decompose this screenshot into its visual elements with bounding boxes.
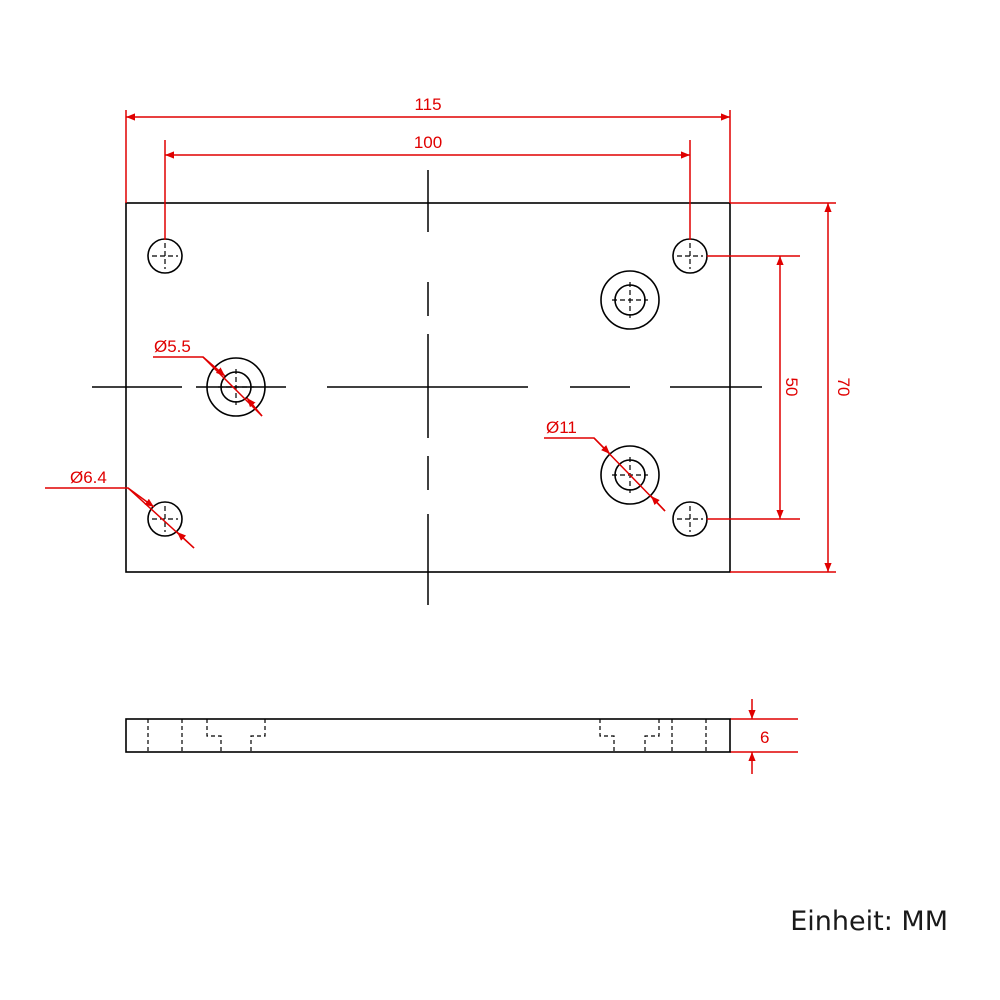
dim-text-dia-6-4: Ø6.4 [70,468,107,487]
leader-arrow [127,487,155,508]
dim-text-6: 6 [760,728,769,747]
dimension-lines [45,110,836,774]
side-outline [125,718,731,753]
leader-arrow [176,531,195,549]
through-hole-top-right [672,238,708,274]
dim-text-100: 100 [414,133,442,152]
hidden-lines [147,719,707,752]
counterbore-hole-left [206,357,266,417]
through-hole-bottom-left [147,501,183,537]
dim-text-115: 115 [414,95,441,114]
dim-text-70: 70 [834,378,853,397]
leader-dia-6-4 [45,487,195,549]
dimension-texts: 115 100 70 50 Ø5.5 Ø11 Ø6.4 6 [70,95,853,747]
dim-text-dia-11: Ø11 [546,418,577,437]
top-view [92,170,762,605]
side-view [125,718,731,753]
leader-arrow [593,437,611,455]
dim-text-50: 50 [782,378,801,397]
counterbore-hole-upper-right [600,270,660,330]
through-hole-bottom-right [672,501,708,537]
unit-label: Einheit: MM [790,906,948,937]
center-lines [92,170,762,605]
leader-arrow [202,356,226,377]
leader-arrow [246,397,263,417]
dim-text-dia-5-5: Ø5.5 [154,337,191,356]
through-hole-top-left [147,238,183,274]
leader-arrow [650,495,666,512]
